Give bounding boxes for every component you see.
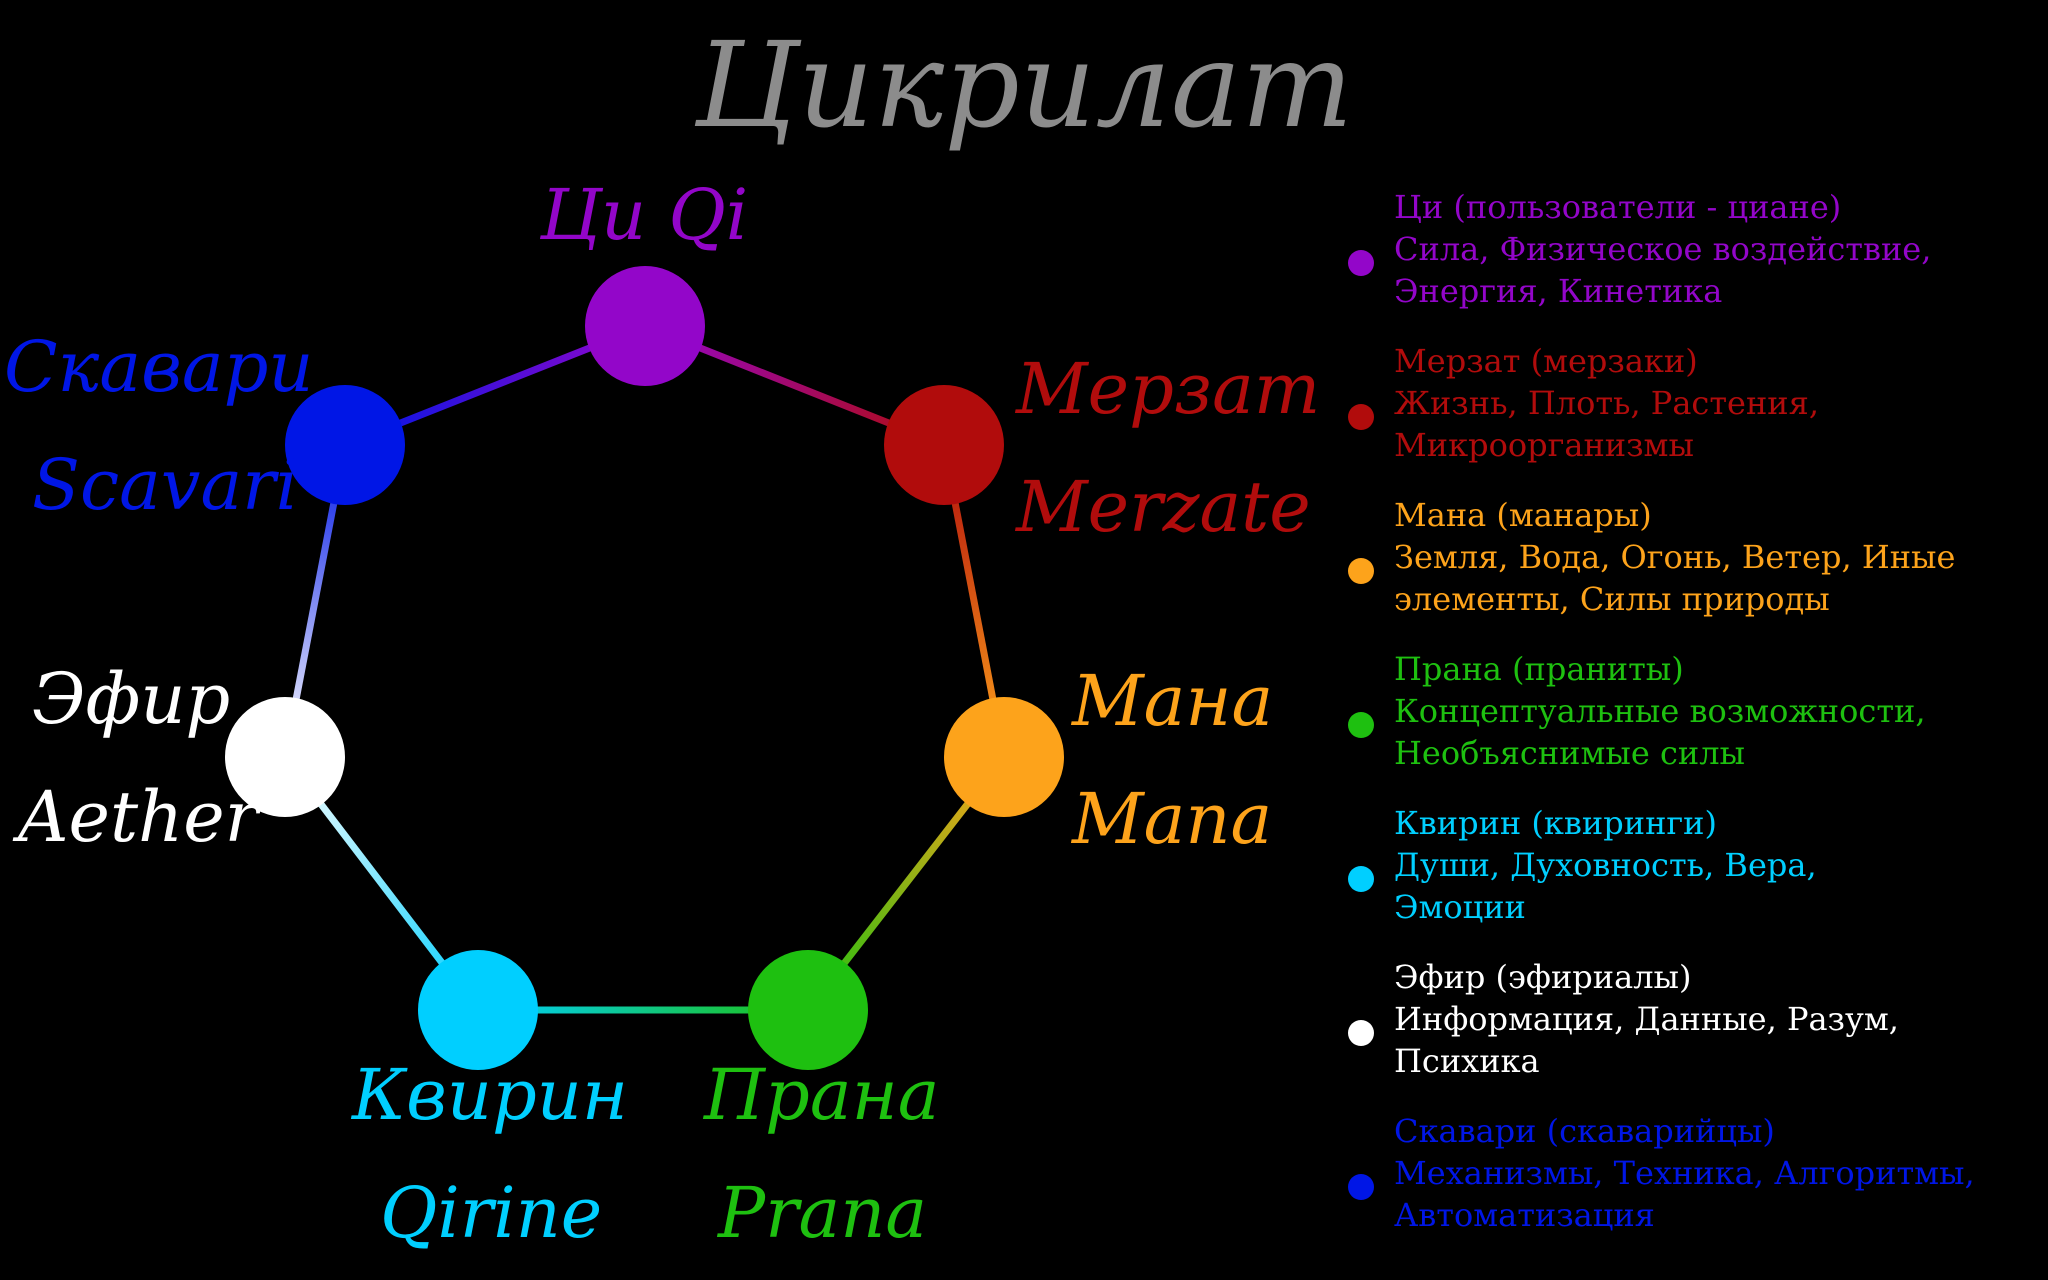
node-label-prana-ru: Прана <box>704 1054 940 1136</box>
legend-dot-qirine <box>1348 866 1374 892</box>
legend-heading-merzate: Мерзат (мерзаки) <box>1394 342 1698 380</box>
node-scavari <box>285 385 405 505</box>
legend-item-qi: Ци (пользователи - циане) Сила, Физическ… <box>1340 186 2040 340</box>
legend-dot-scavari <box>1348 1174 1374 1200</box>
legend-desc-aether-1: Информация, Данные, Разум, <box>1394 1000 1899 1038</box>
legend-dot-merzate <box>1348 404 1374 430</box>
node-label-aether-en: Aether <box>18 776 259 858</box>
node-merzate <box>884 385 1004 505</box>
legend-dot-prana <box>1348 712 1374 738</box>
legend-item-prana: Прана (праниты) Концептуальные возможнос… <box>1340 648 2040 802</box>
legend-item-qirine: Квирин (квиринги) Души, Духовность, Вера… <box>1340 802 2040 956</box>
node-qi <box>585 266 705 386</box>
heptagon-diagram <box>225 266 1064 1070</box>
node-label-scavari: Скавари Scavari <box>4 308 313 544</box>
node-prana <box>748 950 868 1070</box>
legend-heading-qi: Ци (пользователи - циане) <box>1394 188 1842 226</box>
node-label-qirine-en: Qirine <box>380 1172 603 1254</box>
node-label-mana-en: Mana <box>1072 778 1273 860</box>
legend-desc-qi-1: Сила, Физическое воздействие, <box>1394 230 1932 268</box>
node-label-merzate-en: Merzate <box>1016 466 1311 548</box>
node-label-prana-en: Prana <box>718 1172 928 1254</box>
node-label-merzate-ru: Мерзат <box>1016 348 1321 430</box>
node-label-scavari-en: Scavari <box>32 444 299 526</box>
legend: Ци (пользователи - циане) Сила, Физическ… <box>1340 186 2040 1264</box>
legend-desc-scavari-2: Автоматизация <box>1394 1196 1655 1234</box>
legend-desc-merzate-2: Микроорганизмы <box>1394 426 1694 464</box>
legend-desc-aether-2: Психика <box>1394 1042 1540 1080</box>
legend-desc-qirine-1: Души, Духовность, Вера, <box>1394 846 1817 884</box>
legend-dot-mana <box>1348 558 1374 584</box>
legend-desc-prana-2: Необъяснимые силы <box>1394 734 1746 772</box>
legend-item-aether: Эфир (эфириалы) Информация, Данные, Разу… <box>1340 956 2040 1110</box>
legend-desc-mana-1: Земля, Вода, Огонь, Ветер, Иные <box>1394 538 1956 576</box>
node-label-mana: Мана Mana <box>1072 642 1273 878</box>
legend-heading-qirine: Квирин (квиринги) <box>1394 804 1717 842</box>
node-label-merzate: Мерзат Merzate <box>1016 330 1320 566</box>
node-label-aether-ru: Эфир <box>32 658 231 740</box>
node-label-scavari-ru: Скавари <box>4 326 314 408</box>
node-label-qi-name: Ци Qi <box>540 174 749 256</box>
diagram-title: Цикрилат <box>694 16 1354 154</box>
node-label-qi: Ци Qi <box>540 156 748 274</box>
legend-desc-qi-2: Энергия, Кинетика <box>1394 272 1723 310</box>
node-mana <box>944 697 1064 817</box>
node-label-prana: Прана Prana <box>704 1036 939 1272</box>
node-label-qirine: Квирин Qirine <box>352 1036 628 1272</box>
legend-heading-prana: Прана (праниты) <box>1394 650 1684 688</box>
legend-desc-scavari-1: Механизмы, Техника, Алгоритмы, <box>1394 1154 1975 1192</box>
node-label-aether: Эфир Aether <box>18 640 258 876</box>
legend-desc-merzate-1: Жизнь, Плоть, Растения, <box>1394 384 1819 422</box>
legend-heading-aether: Эфир (эфириалы) <box>1394 958 1692 996</box>
node-qirine <box>418 950 538 1070</box>
legend-item-mana: Мана (манары) Земля, Вода, Огонь, Ветер,… <box>1340 494 2040 648</box>
legend-desc-prana-1: Концептуальные возможности, <box>1394 692 1926 730</box>
legend-item-merzate: Мерзат (мерзаки) Жизнь, Плоть, Растения,… <box>1340 340 2040 494</box>
node-aether <box>225 697 345 817</box>
legend-dot-aether <box>1348 1020 1374 1046</box>
legend-desc-qirine-2: Эмоции <box>1394 888 1526 926</box>
legend-heading-scavari: Скавари (скаварийцы) <box>1394 1112 1775 1150</box>
legend-dot-qi <box>1348 250 1374 276</box>
legend-desc-mana-2: элементы, Силы природы <box>1394 580 1830 618</box>
node-label-qirine-ru: Квирин <box>352 1054 629 1136</box>
node-label-mana-ru: Мана <box>1072 660 1274 742</box>
legend-item-scavari: Скавари (скаварийцы) Механизмы, Техника,… <box>1340 1110 2040 1264</box>
legend-heading-mana: Мана (манары) <box>1394 496 1652 534</box>
